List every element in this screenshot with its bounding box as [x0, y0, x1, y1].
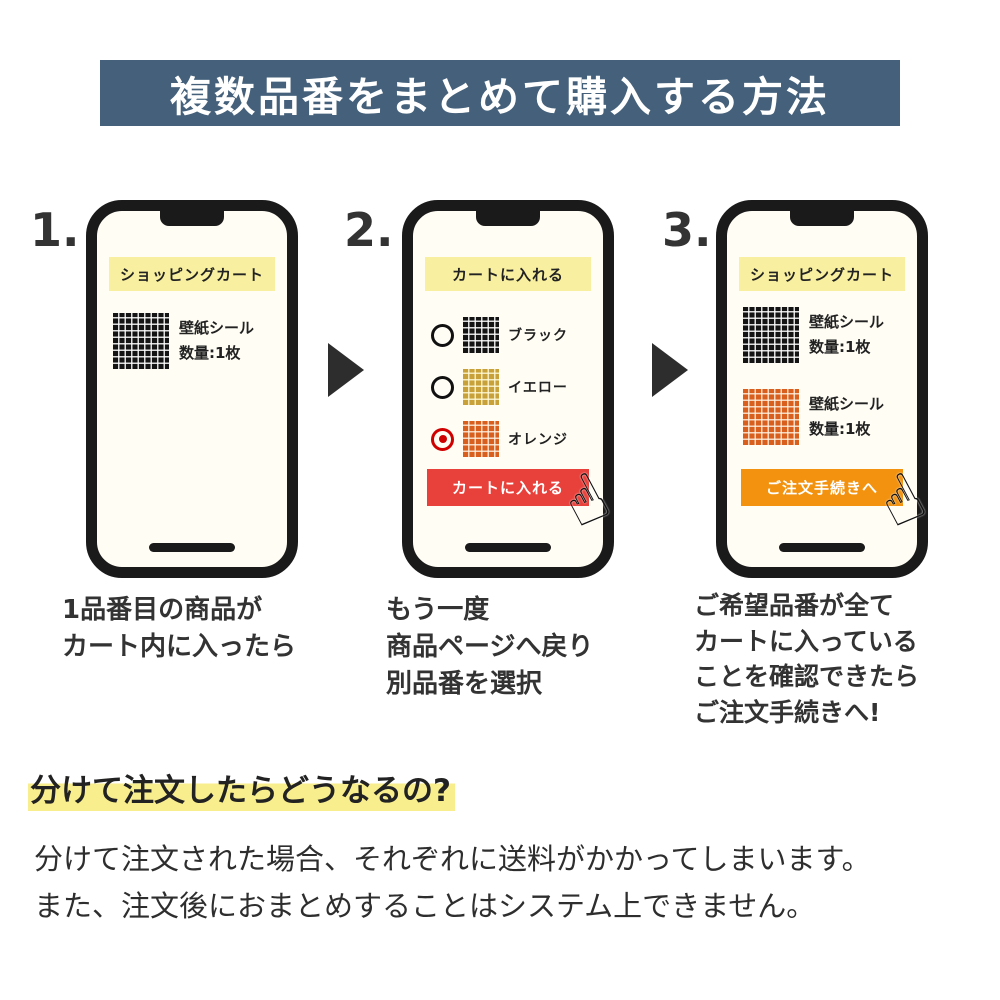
cart-item-text: 壁紙シール 数量:1枚	[809, 310, 884, 361]
page-title: 複数品番をまとめて購入する方法	[100, 60, 900, 126]
option-label: ブラック	[508, 328, 568, 344]
caption-line: カート内に入ったら	[62, 631, 297, 662]
phone-notch	[476, 210, 540, 226]
step-arrow-icon	[328, 343, 364, 397]
phone-notch	[790, 210, 854, 226]
note-line: また、注文後におまとめすることはシステム上できません。	[34, 888, 816, 923]
checkout-button[interactable]: ご注文手続きへ	[741, 469, 903, 506]
swatch-orange-icon	[463, 421, 499, 457]
cart-item: 壁紙シール 数量:1枚	[743, 389, 911, 445]
color-option-black[interactable]: ブラック	[431, 315, 599, 355]
step-number-2: 2.	[344, 203, 394, 257]
color-option-yellow[interactable]: イエロー	[431, 367, 599, 407]
swatch-yellow-icon	[463, 369, 499, 405]
product-name: 壁紙シール	[179, 318, 255, 337]
note-body: 分けて注文された場合、それぞれに送料がかかってしまいます。 また、注文後におまと…	[34, 836, 871, 930]
product-swatch-black-icon	[113, 313, 169, 369]
screen-title-bar: カートに入れる	[425, 257, 591, 291]
caption-line: ことを確認できたら	[694, 662, 920, 691]
phone-illustration-1: ショッピングカート 壁紙シール 数量:1枚	[86, 200, 298, 578]
step-arrow-icon	[652, 343, 688, 397]
radio-button-unselected[interactable]	[431, 375, 454, 399]
cart-item-text: 壁紙シール 数量:1枚	[809, 392, 884, 443]
note-heading: 分けて注文したらどうなるの?	[28, 765, 455, 811]
step-caption-2: もう一度 商品ページへ戻り 別品番を選択	[386, 592, 593, 703]
phone-illustration-2: カートに入れる ブラック イエロー オレンジ カートに入れる	[402, 200, 614, 578]
product-swatch-black-icon	[743, 307, 799, 363]
note-line: 分けて注文された場合、それぞれに送料がかかってしまいます。	[34, 842, 871, 876]
cart-item: 壁紙シール 数量:1枚	[743, 307, 911, 363]
product-name: 壁紙シール	[809, 394, 885, 413]
swatch-black-icon	[463, 317, 499, 353]
cart-item: 壁紙シール 数量:1枚	[113, 313, 281, 369]
product-swatch-orange-icon	[743, 389, 799, 445]
color-option-orange[interactable]: オレンジ	[431, 419, 599, 459]
step-number-3: 3.	[662, 203, 712, 257]
caption-line: ご注文手続きへ!	[694, 697, 881, 727]
caption-line: 1品番目の商品が	[62, 595, 263, 625]
product-qty: 数量:1枚	[809, 338, 871, 356]
phone-home-indicator	[465, 543, 551, 552]
step-number-1: 1.	[30, 203, 80, 257]
option-label: イエロー	[508, 380, 568, 396]
caption-line: もう一度	[386, 595, 490, 625]
product-qty: 数量:1枚	[179, 344, 241, 362]
step-caption-3: ご希望品番が全て カートに入っている ことを確認できたら ご注文手続きへ!	[694, 588, 919, 730]
screen-title-bar: ショッピングカート	[739, 257, 905, 291]
step-caption-1: 1品番目の商品が カート内に入ったら	[62, 592, 296, 666]
phone-home-indicator	[779, 543, 865, 552]
cart-item-text: 壁紙シール 数量:1枚	[179, 316, 254, 367]
radio-button-selected[interactable]	[431, 427, 454, 451]
product-name: 壁紙シール	[809, 312, 885, 331]
option-label: オレンジ	[508, 432, 568, 448]
radio-button-unselected[interactable]	[431, 323, 454, 347]
add-to-cart-button[interactable]: カートに入れる	[427, 469, 589, 506]
phone-illustration-3: ショッピングカート 壁紙シール 数量:1枚 壁紙シール 数量:1枚 ご注文手続き…	[716, 200, 928, 578]
caption-line: ご希望品番が全て	[694, 591, 895, 620]
product-qty: 数量:1枚	[809, 420, 871, 438]
screen-title-bar: ショッピングカート	[109, 257, 275, 291]
caption-line: 別品番を選択	[386, 668, 543, 699]
phone-home-indicator	[149, 543, 235, 552]
caption-line: 商品ページへ戻り	[386, 631, 594, 662]
caption-line: カートに入っている	[694, 626, 918, 656]
highlighted-heading-text: 分けて注文したらどうなるの?	[28, 773, 455, 811]
phone-notch	[160, 210, 224, 226]
